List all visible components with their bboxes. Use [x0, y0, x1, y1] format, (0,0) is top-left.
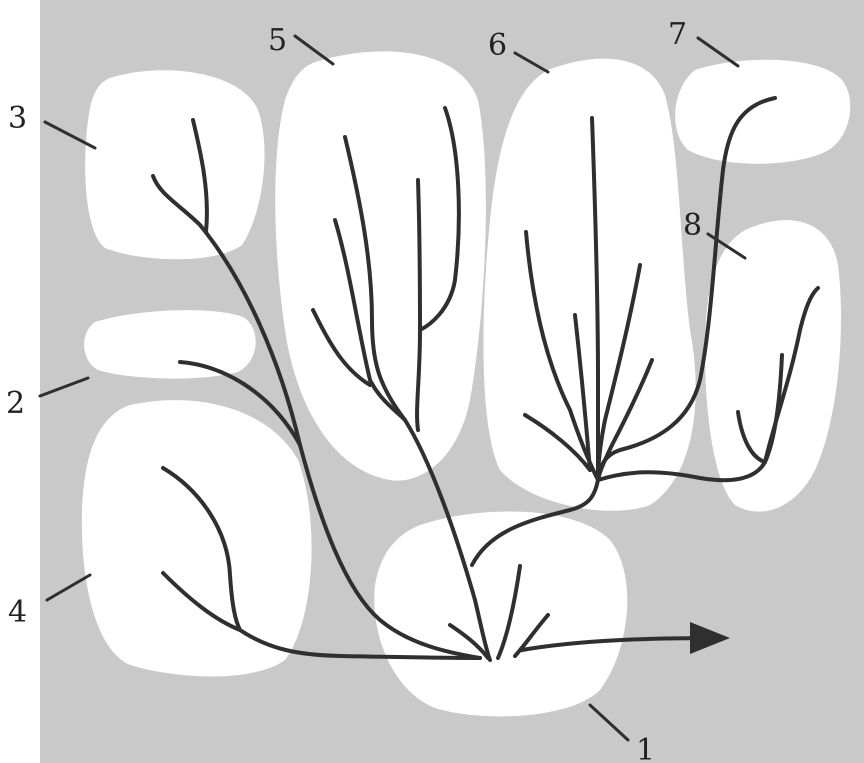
region-3	[85, 70, 264, 259]
label-5: 5	[268, 23, 287, 58]
region-7	[675, 60, 850, 164]
region-1	[374, 511, 627, 716]
region-4	[82, 400, 312, 676]
label-8: 8	[683, 208, 702, 243]
label-7: 7	[668, 17, 687, 52]
label-3: 3	[8, 101, 27, 136]
region-2	[84, 310, 256, 378]
label-1: 1	[636, 733, 655, 763]
label-4: 4	[8, 595, 27, 630]
label-6: 6	[488, 28, 507, 63]
label-2: 2	[6, 386, 25, 421]
